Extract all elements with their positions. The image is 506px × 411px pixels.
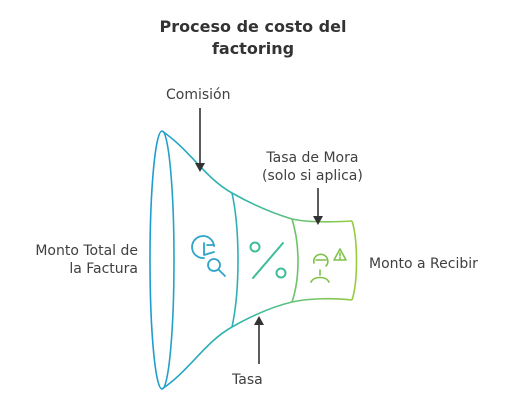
- label-tasa-de-mora-line-2: (solo si aplica): [262, 168, 363, 184]
- label-tasa-de-mora: Tasa de Mora (solo si aplica): [262, 149, 363, 185]
- divider-1: [231, 192, 239, 328]
- percent-icon: [249, 241, 287, 279]
- label-comision: Comisión: [166, 87, 231, 103]
- title-line-2: factoring: [211, 39, 295, 58]
- label-monto-a-recibir: Monto a Recibir: [369, 256, 478, 272]
- label-monto-total-line-2: la Factura: [69, 261, 138, 277]
- label-tasa-de-mora-line-1: Tasa de Mora: [266, 150, 359, 166]
- arrow-tasa-mora: [313, 188, 323, 225]
- title-line-1: Proceso de costo del: [159, 17, 347, 36]
- arrow-comision: [195, 108, 205, 172]
- pie-chart-search-icon: [191, 235, 226, 277]
- divider-2: [291, 218, 299, 303]
- label-monto-total: Monto Total de la Factura: [26, 242, 138, 278]
- arrow-tasa: [254, 316, 264, 364]
- diagram-title: Proceso de costo del factoring: [123, 16, 383, 60]
- person-warning-icon: [310, 248, 347, 283]
- segment-dividers: [231, 192, 299, 328]
- label-tasa: Tasa: [232, 372, 263, 388]
- label-monto-total-line-1: Monto Total de: [35, 243, 138, 259]
